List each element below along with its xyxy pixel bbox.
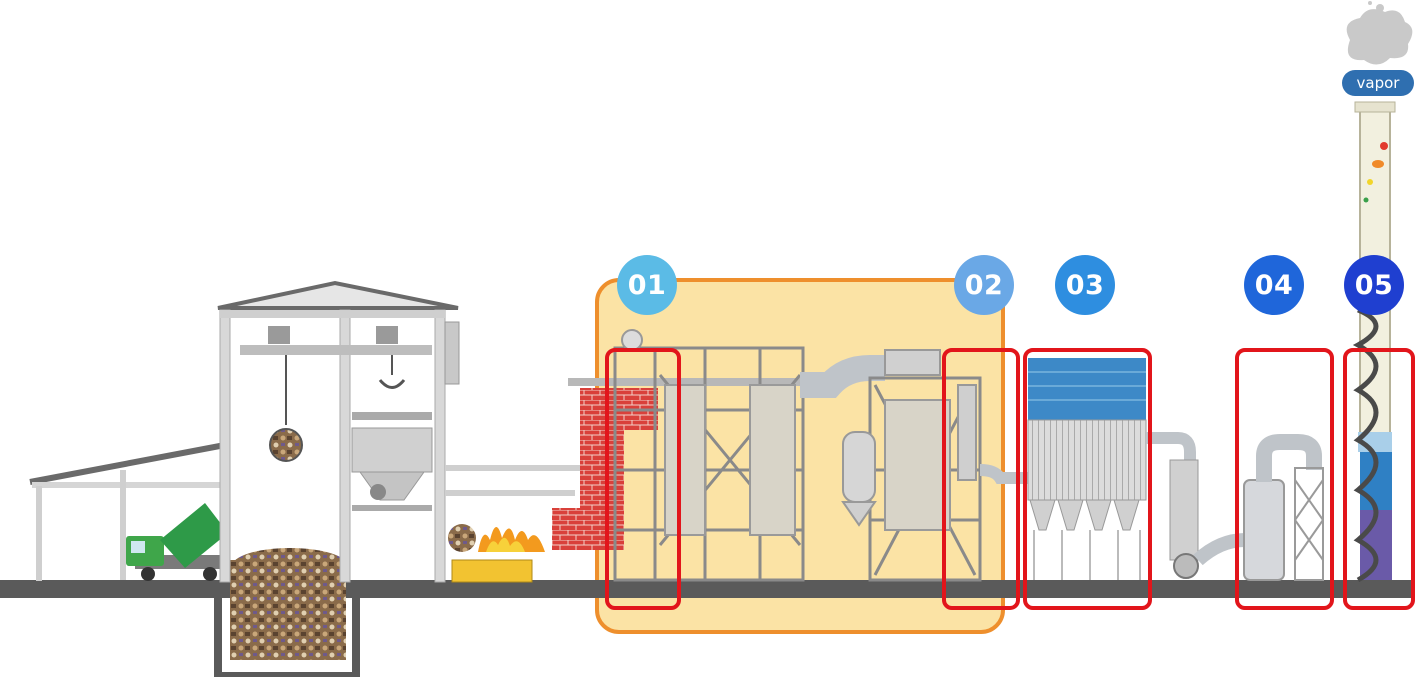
bag-filter — [1027, 358, 1246, 580]
stack — [1346, 1, 1413, 583]
duct-to-baghouse — [979, 464, 1030, 484]
flue-duct — [800, 355, 885, 398]
hotspot-03-bag-filter[interactable] — [1023, 348, 1152, 610]
boiler-structure — [613, 329, 805, 582]
receiving-shed — [29, 442, 226, 581]
step-badge-05[interactable]: 05 — [1344, 255, 1404, 315]
economizer-structure — [841, 349, 982, 582]
waste-pit — [214, 590, 360, 680]
hotspot-02-economizer[interactable] — [942, 348, 1020, 610]
feed-grate — [445, 465, 580, 583]
garbage-truck — [126, 503, 230, 581]
hotspot-04-scrubber[interactable] — [1235, 348, 1334, 610]
hotspot-05-stack[interactable] — [1343, 348, 1415, 610]
ground — [0, 580, 1415, 598]
step-badge-04[interactable]: 04 — [1244, 255, 1304, 315]
hotspot-01-boiler[interactable] — [605, 348, 681, 610]
step-badge-03[interactable]: 03 — [1055, 255, 1115, 315]
step-badge-02[interactable]: 02 — [954, 255, 1014, 315]
bunker-building — [217, 280, 460, 583]
scrubber — [1243, 434, 1324, 581]
vapor-label: vapor — [1342, 70, 1414, 96]
step-badge-01[interactable]: 01 — [617, 255, 677, 315]
